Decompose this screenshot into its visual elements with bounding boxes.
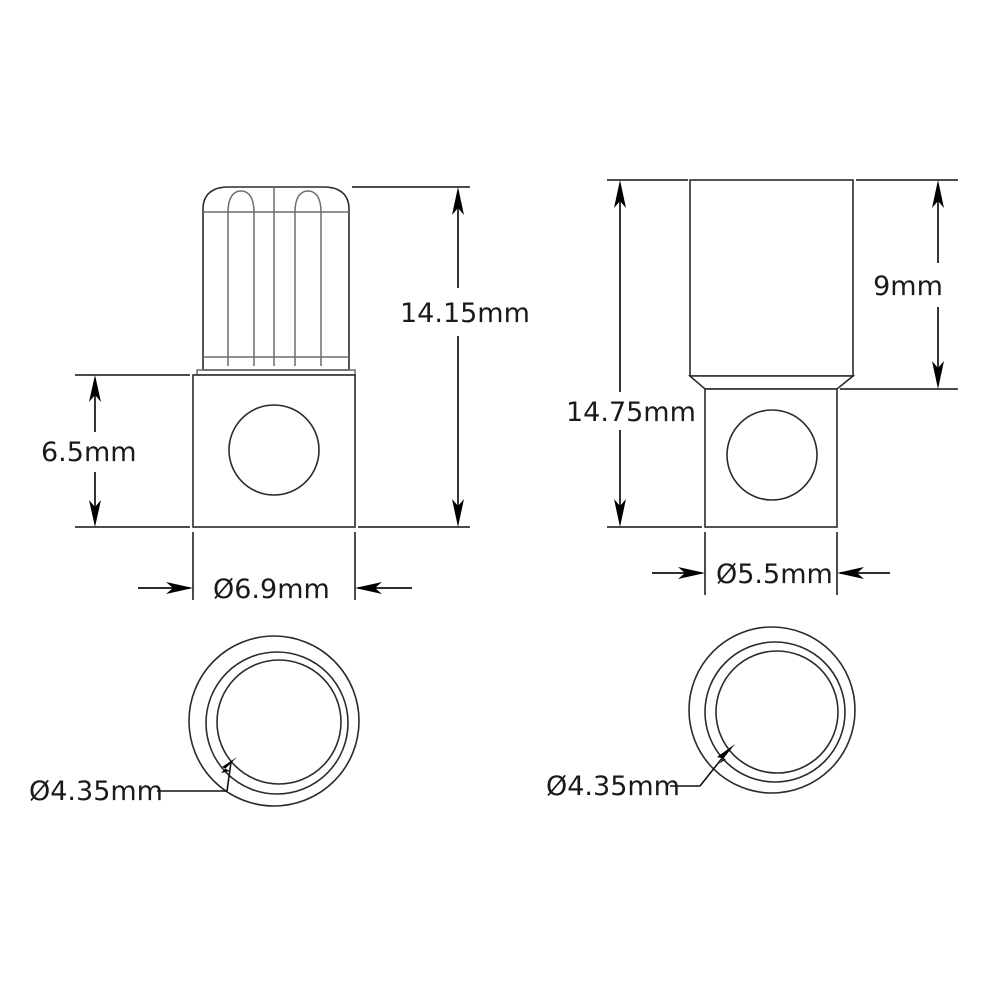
spacer-top-middle-circle (704, 641, 846, 783)
left-bore-diameter-dimension: Ø4.35mm (29, 757, 237, 807)
dim-label-left-base-diameter: Ø6.9mm (213, 574, 330, 605)
arrowhead-65-bottom (89, 500, 101, 527)
arrowhead-65-top (89, 375, 101, 402)
collet-slot-left (227, 190, 255, 366)
arrowhead-1415-bottom (452, 499, 464, 527)
collet-base-block (192, 374, 356, 528)
left-part-collet-front-view (192, 186, 356, 528)
collet-slot-right (294, 190, 322, 366)
dim-label-right-bore-diameter: Ø4.35mm (546, 771, 680, 802)
spacer-shaft-body (689, 179, 854, 377)
right-shaft-height-dimension: 9mm (840, 179, 958, 390)
collet-top-outer-circle (188, 635, 360, 807)
arrowhead-9mm-bottom (932, 361, 944, 389)
arrowhead-55-left (678, 567, 705, 579)
right-bore-diameter-dimension: Ø4.35mm (546, 744, 735, 802)
arrowhead-right-bore (717, 744, 735, 764)
arrowhead-69-right (355, 582, 382, 594)
collet-base-hole-circle (228, 404, 320, 496)
left-base-diameter-dimension: Ø6.9mm (138, 532, 412, 605)
left-overall-height-dimension: 14.15mm (352, 186, 530, 528)
arrowhead-1415-top (452, 187, 464, 215)
spacer-top-outer-circle (688, 626, 856, 794)
arrowhead-1475-top (614, 180, 626, 208)
left-base-height-dimension: 6.5mm (41, 374, 190, 528)
arrowhead-55-right (837, 567, 864, 579)
collet-body-outline (202, 186, 350, 371)
right-base-diameter-dimension: Ø5.5mm (652, 532, 890, 595)
leader-line-left-bore-angled (226, 761, 232, 792)
arrowhead-1475-bottom (614, 499, 626, 527)
right-overall-height-dimension: 14.75mm (566, 179, 702, 528)
dim-label-right-shaft-height: 9mm (873, 271, 943, 302)
collet-top-middle-circle (205, 651, 349, 795)
spacer-base-hole-circle (726, 409, 818, 501)
collet-top-bore-circle (216, 659, 342, 785)
dim-label-right-overall-height: 14.75mm (566, 397, 696, 428)
dim-label-left-bore-diameter: Ø4.35mm (29, 776, 163, 807)
arrowhead-69-left (166, 582, 193, 594)
dim-label-right-base-diameter: Ø5.5mm (716, 559, 833, 590)
arrowhead-9mm-top (932, 180, 944, 208)
right-part-top-view (688, 626, 856, 794)
left-part-top-view (188, 635, 360, 807)
dim-label-left-overall-height: 14.15mm (400, 298, 530, 329)
dim-label-left-base-height: 6.5mm (41, 437, 137, 468)
arrowhead-left-bore (221, 757, 237, 773)
spacer-top-bore-circle (715, 650, 839, 774)
right-part-spacer-front-view (687, 179, 856, 528)
spacer-chamfer-transition (687, 375, 856, 390)
